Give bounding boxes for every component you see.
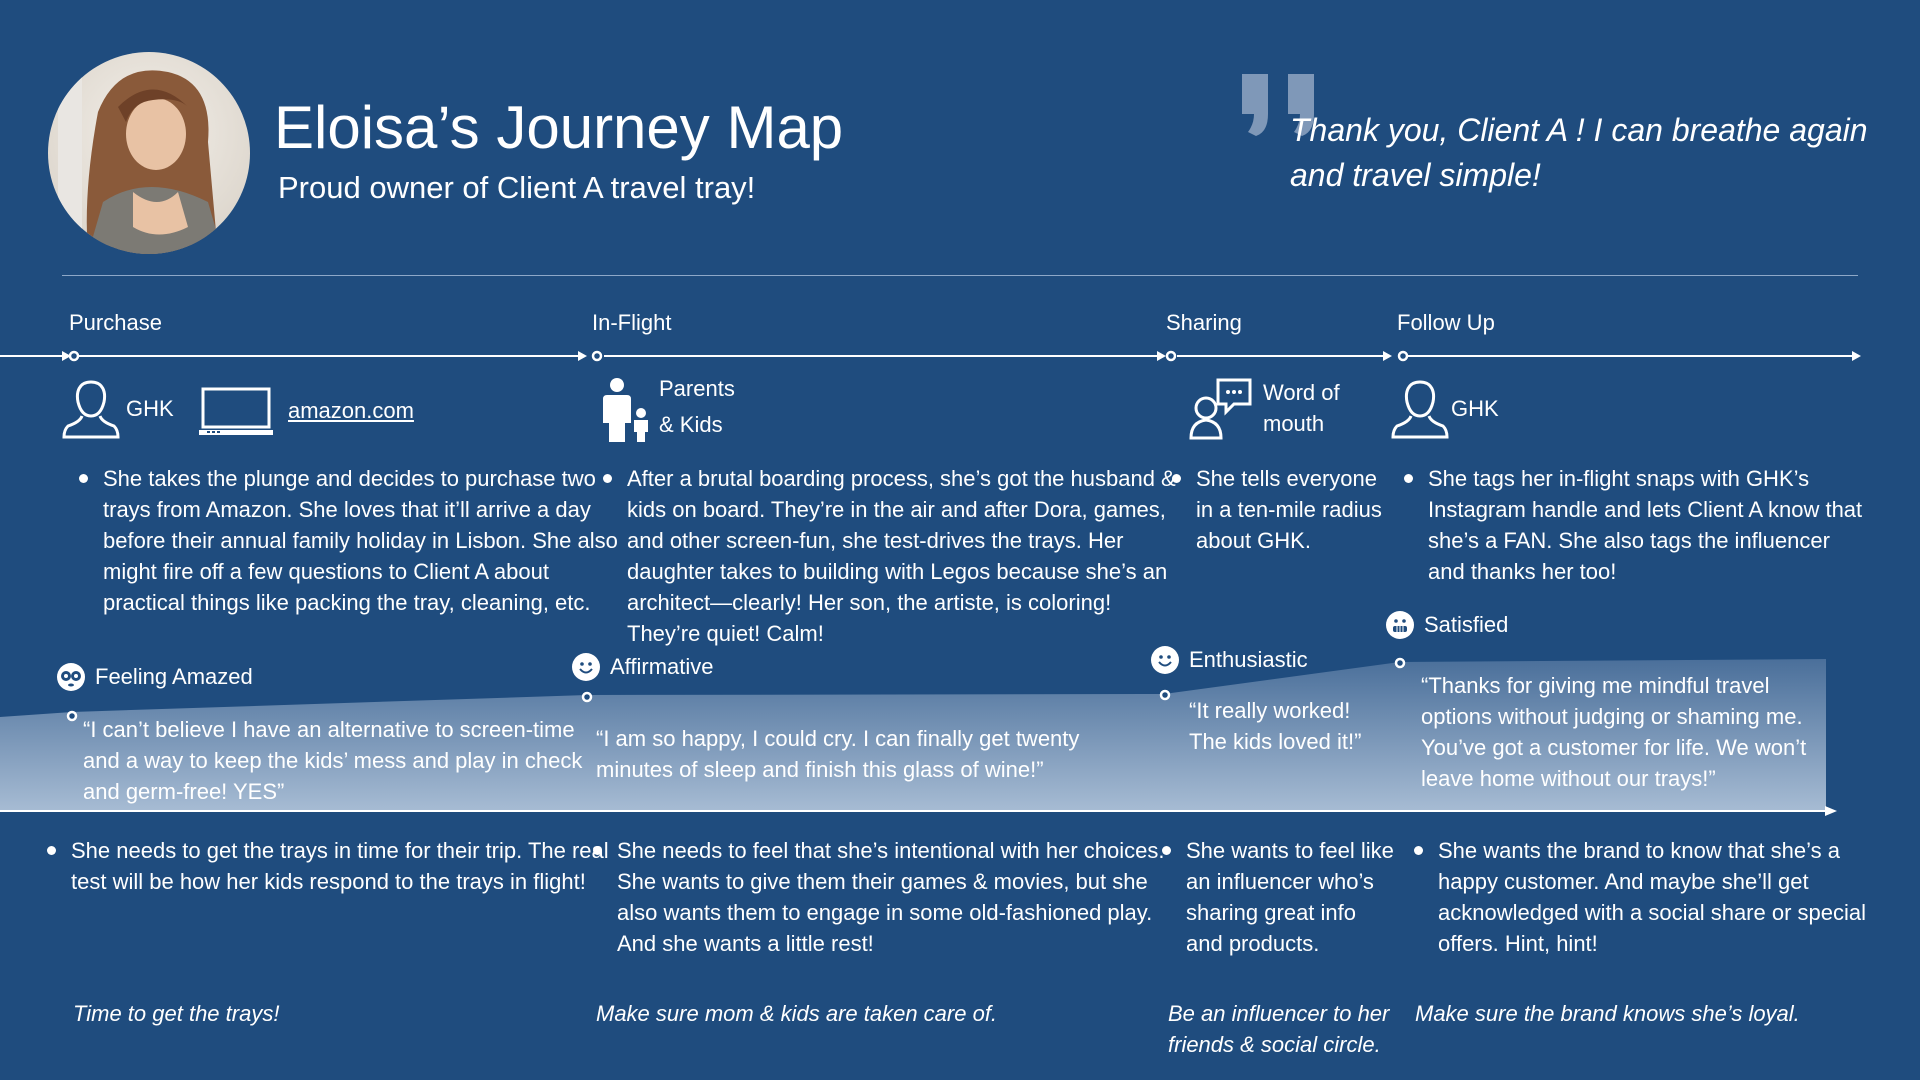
need-text: She wants the brand to know that she’s a… (1414, 835, 1868, 959)
amazed-face-icon (57, 663, 85, 691)
stage-follow-up: Follow Up (1397, 310, 1495, 335)
smile-face-icon (1151, 646, 1179, 674)
stage-purchase: Purchase (69, 310, 162, 335)
touchpoint-ghk-followup: GHK (1451, 396, 1499, 421)
goal-sharing: Be an influencer to her friends & social… (1168, 1001, 1390, 1057)
stage-in-flight: In-Flight (592, 310, 672, 335)
emotion-label: Satisfied (1424, 612, 1509, 637)
need-text: She wants to feel like an influencer who… (1162, 835, 1396, 959)
quote-follow-up: “Thanks for giving me mindful travel opt… (1421, 673, 1807, 791)
description-text: She tells everyone in a ten-mile radius … (1172, 463, 1396, 556)
description-text: After a brutal boarding process, she’s g… (603, 463, 1187, 649)
emotion-amazed: Feeling Amazed (57, 663, 253, 691)
avatar (48, 52, 250, 254)
goal-follow-up: Make sure the brand knows she’s loyal. (1415, 1001, 1800, 1026)
divider (62, 275, 1858, 276)
emotion-affirmative: Affirmative (572, 653, 714, 681)
quote-mark-icon (1242, 74, 1314, 136)
goal-in-flight: Make sure mom & kids are taken care of. (596, 1001, 998, 1026)
emotion-point (66, 710, 78, 722)
touchpoint-parents: Parents (659, 376, 735, 401)
grin-face-icon (1386, 611, 1414, 639)
need-text: She needs to feel that she’s intentional… (593, 835, 1177, 959)
stage-sharing: Sharing (1166, 310, 1242, 335)
parent-child-icon (603, 378, 648, 442)
goal-purchase: Time to get the trays! (73, 1001, 280, 1026)
touchpoint-ghk: GHK (126, 396, 174, 421)
emotion-point (1394, 657, 1406, 669)
emotion-label: Feeling Amazed (95, 664, 253, 689)
person-icon (1391, 380, 1449, 439)
description-in-flight: After a brutal boarding process, she’s g… (599, 463, 1187, 649)
need-follow-up: She wants the brand to know that she’s a… (1410, 835, 1868, 959)
emotion-enthusiastic: Enthusiastic (1151, 646, 1308, 674)
quote-in-flight: “I am so happy, I could cry. I can final… (596, 726, 1080, 782)
hero-quote: Thank you, Client A ! I can breathe agai… (1290, 112, 1868, 193)
description-follow-up: She tags her in-flight snaps with GHK’s … (1400, 463, 1868, 587)
need-text: She needs to get the trays in time for t… (47, 835, 611, 897)
emotion-point (1159, 689, 1171, 701)
emotion-area (0, 659, 1826, 810)
description-text: She takes the plunge and decides to purc… (79, 463, 623, 618)
word-of-mouth-icon (1189, 378, 1252, 440)
emotion-satisfied: Satisfied (1386, 611, 1508, 639)
emotion-curve (0, 657, 1837, 816)
laptop-icon (199, 387, 273, 435)
need-in-flight: She needs to feel that she’s intentional… (589, 835, 1177, 959)
emotion-label: Affirmative (610, 654, 714, 679)
description-sharing: She tells everyone in a ten-mile radius … (1168, 463, 1396, 556)
touchpoint-word-of: Word of (1263, 380, 1340, 405)
description-text: She tags her in-flight snaps with GHK’s … (1404, 463, 1868, 587)
emotion-point (581, 691, 593, 703)
quote-purchase: “I can’t believe I have an alternative t… (83, 717, 583, 804)
person-icon (62, 380, 120, 439)
quote-sharing: “It really worked! The kids loved it!” (1189, 698, 1362, 754)
stage-timeline (0, 350, 1861, 362)
smile-face-icon (572, 653, 600, 681)
touchpoint-mouth: mouth (1263, 411, 1325, 436)
amazon-link[interactable]: amazon.com (288, 398, 414, 423)
touchpoint-kids: & Kids (659, 412, 723, 437)
emotion-label: Enthusiastic (1189, 647, 1308, 672)
page-title: Eloisa’s Journey Map (274, 94, 844, 161)
description-purchase: She takes the plunge and decides to purc… (75, 463, 623, 618)
page-subtitle: Proud owner of Client A travel tray! (278, 170, 756, 205)
need-sharing: She wants to feel like an influencer who… (1158, 835, 1396, 959)
need-purchase: She needs to get the trays in time for t… (43, 835, 611, 897)
